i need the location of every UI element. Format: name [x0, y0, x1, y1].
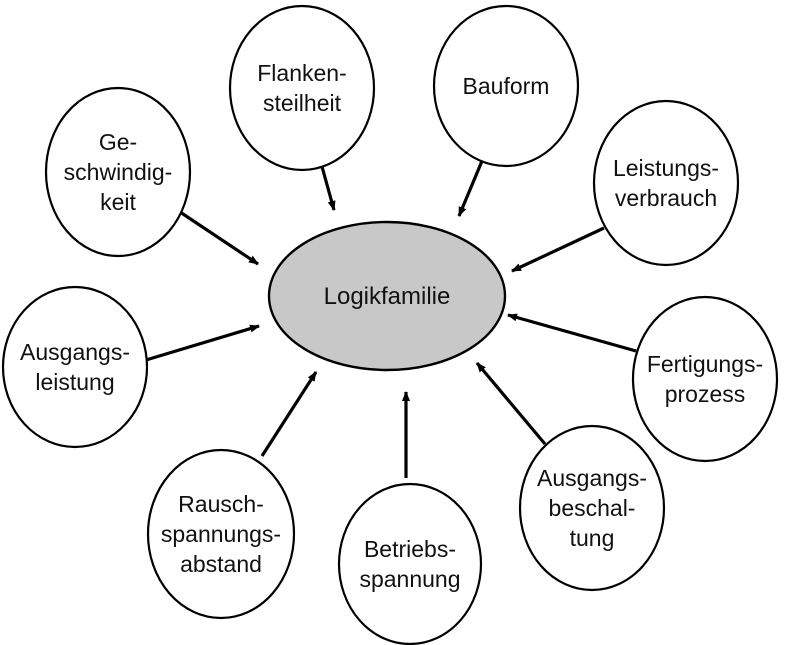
node-label-line: Betriebs-: [364, 536, 456, 562]
node-label-line: Ausgangs-: [537, 465, 647, 491]
center-node: Logikfamilie: [267, 220, 507, 372]
arrow-flankensteilheit: [319, 162, 336, 211]
arrow-leistungsverbrauch: [511, 226, 605, 273]
node-label-line: Bauform: [463, 73, 550, 99]
arrow-geschwindigkeit: [179, 210, 259, 266]
node-label-line: Rausch-: [178, 491, 264, 517]
arrow-rauschspannungsabstand: [260, 371, 318, 457]
node-label-line: beschal-: [549, 495, 636, 521]
arrow-ausgangsbeschaltung: [475, 361, 547, 446]
node-ellipse-leistungsverbrauch: [592, 99, 740, 267]
arrows: [145, 160, 637, 478]
node-ausgangsleistung: Ausgangs-leistung: [1, 285, 149, 449]
center-label: Logikfamilie: [324, 283, 451, 310]
node-bauform: Bauform: [432, 4, 580, 168]
node-ellipse-bauform: [432, 4, 580, 168]
node-label-line: schwindig-: [64, 159, 173, 185]
node-label-line: Fertigungs-: [647, 351, 763, 377]
node-ellipse-rauschspannungsabstand: [146, 448, 296, 620]
node-ellipse-betriebsspannung: [337, 482, 483, 645]
node-label-line: Ausgangs-: [20, 339, 130, 365]
node-ellipse-ausgangsleistung: [1, 285, 149, 449]
node-geschwindigkeit: Ge-schwindig-keit: [44, 86, 192, 258]
node-label-line: steilheit: [263, 90, 342, 116]
node-betriebsspannung: Betriebs-spannung: [337, 482, 483, 645]
node-fertigungsprozess: Fertigungs-prozess: [631, 295, 779, 463]
arrow-fertigungsprozess: [507, 313, 637, 353]
node-label-line: verbrauch: [615, 185, 717, 211]
node-label-line: spannung: [359, 566, 460, 592]
node-flankensteilheit: Flanken-steilheit: [228, 4, 376, 172]
node-ellipse-flankensteilheit: [228, 4, 376, 172]
arrow-bauform: [457, 160, 484, 217]
node-leistungsverbrauch: Leistungs-verbrauch: [592, 99, 740, 267]
node-label-line: abstand: [180, 551, 262, 577]
center-ellipse: [267, 220, 507, 372]
node-label-line: spannungs-: [161, 521, 281, 547]
node-label-line: prozess: [665, 381, 746, 407]
node-label-line: leistung: [35, 369, 114, 395]
arrow-ausgangsleistung: [145, 324, 260, 362]
node-label-line: Leistungs-: [613, 155, 719, 181]
satellite-nodes: Ge-schwindig-keitFlanken-steilheitBaufor…: [1, 4, 779, 645]
node-label-line: tung: [570, 525, 615, 551]
node-label-line: Flanken-: [257, 60, 346, 86]
node-ellipse-ausgangsbeschaltung: [518, 424, 666, 592]
node-label-line: Ge-: [99, 129, 137, 155]
node-ausgangsbeschaltung: Ausgangs-beschal-tung: [518, 424, 666, 592]
node-label-line: keit: [100, 189, 136, 215]
node-rauschspannungsabstand: Rausch-spannungs-abstand: [146, 448, 296, 620]
node-ellipse-fertigungsprozess: [631, 295, 779, 463]
node-ellipse-geschwindigkeit: [44, 86, 192, 258]
